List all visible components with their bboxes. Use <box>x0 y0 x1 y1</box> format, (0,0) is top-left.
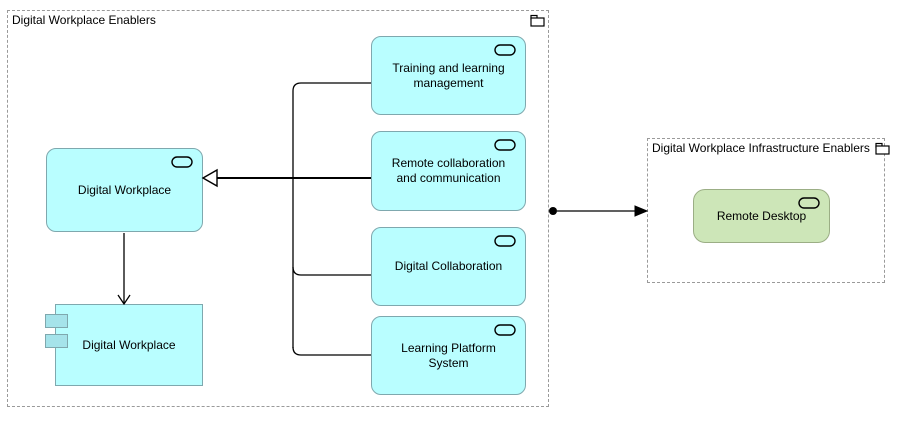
service-icon <box>494 44 516 56</box>
junction-dot-icon <box>549 207 557 215</box>
component-tab-icon <box>45 334 68 348</box>
node-label: Remote Desktop <box>716 208 807 223</box>
node-label: Digital Workplace <box>82 337 176 352</box>
folder-icon <box>530 14 545 27</box>
node-remote-desktop[interactable]: Remote Desktop <box>693 189 830 243</box>
component-tab-icon <box>45 314 68 328</box>
node-label: Learning Platform System <box>401 340 496 370</box>
group-title: Digital Workplace Enablers <box>12 13 156 27</box>
node-label: Digital Collaboration <box>394 259 503 273</box>
node-remote-collaboration-and-communication[interactable]: Remote collaboration and communication <box>371 131 526 211</box>
service-icon <box>494 139 516 151</box>
node-label: Remote collaboration and communication <box>391 156 506 185</box>
service-icon <box>798 197 820 209</box>
node-digital-workplace-service[interactable]: Digital Workplace <box>46 148 203 232</box>
node-label: Digital Workplace <box>77 182 172 197</box>
service-icon <box>171 156 193 168</box>
service-icon <box>494 235 516 247</box>
group-header: Digital Workplace Enablers <box>12 13 545 27</box>
service-icon <box>494 324 516 336</box>
folder-icon <box>875 142 890 155</box>
node-digital-collaboration[interactable]: Digital Collaboration <box>371 227 526 306</box>
group-header: Digital Workplace Infrastructure Enabler… <box>652 141 890 155</box>
node-training-and-learning-management[interactable]: Training and learning management <box>371 36 526 115</box>
group-title: Digital Workplace Infrastructure Enabler… <box>652 141 870 155</box>
node-learning-platform-system[interactable]: Learning Platform System <box>371 316 526 395</box>
solid-arrowhead-icon <box>634 205 649 217</box>
node-label: Training and learning management <box>392 60 505 90</box>
node-digital-workplace-component[interactable]: Digital Workplace <box>45 304 203 386</box>
